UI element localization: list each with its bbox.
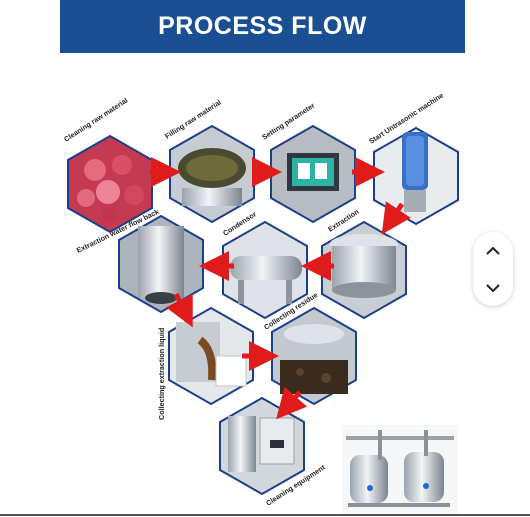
step-filling-raw-material bbox=[169, 124, 255, 224]
step-collecting-residue bbox=[271, 306, 357, 406]
step-condensor bbox=[222, 220, 308, 320]
label-cleaning-raw-material: Cleaning raw material bbox=[62, 96, 129, 144]
equipment-photo bbox=[342, 425, 458, 515]
step-cleaning-raw-material bbox=[67, 134, 153, 234]
arrow-4 bbox=[381, 201, 411, 235]
scroll-control bbox=[473, 232, 513, 306]
step-collecting-extraction-liquid bbox=[168, 306, 254, 406]
step-cleaning-equipment bbox=[219, 396, 305, 496]
scroll-down-button[interactable] bbox=[473, 269, 513, 306]
label-collecting-extraction-liquid: Collecting extraction liquid bbox=[157, 328, 166, 420]
bottom-divider bbox=[0, 514, 530, 516]
banner-title: PROCESS FLOW bbox=[158, 12, 367, 40]
step-start-ultrasonic-machine bbox=[373, 126, 459, 226]
arrow-9 bbox=[276, 386, 308, 420]
chevron-up-icon bbox=[486, 246, 500, 255]
step-extraction bbox=[321, 220, 407, 320]
flow-arrows bbox=[150, 157, 411, 420]
process-flow-banner: PROCESS FLOW bbox=[60, 0, 465, 53]
scroll-up-button[interactable] bbox=[473, 232, 513, 269]
chevron-down-icon bbox=[486, 283, 500, 292]
step-extraction-water-flow-back bbox=[118, 214, 204, 314]
arrow-7 bbox=[165, 292, 193, 328]
step-setting-parameter bbox=[270, 124, 356, 224]
